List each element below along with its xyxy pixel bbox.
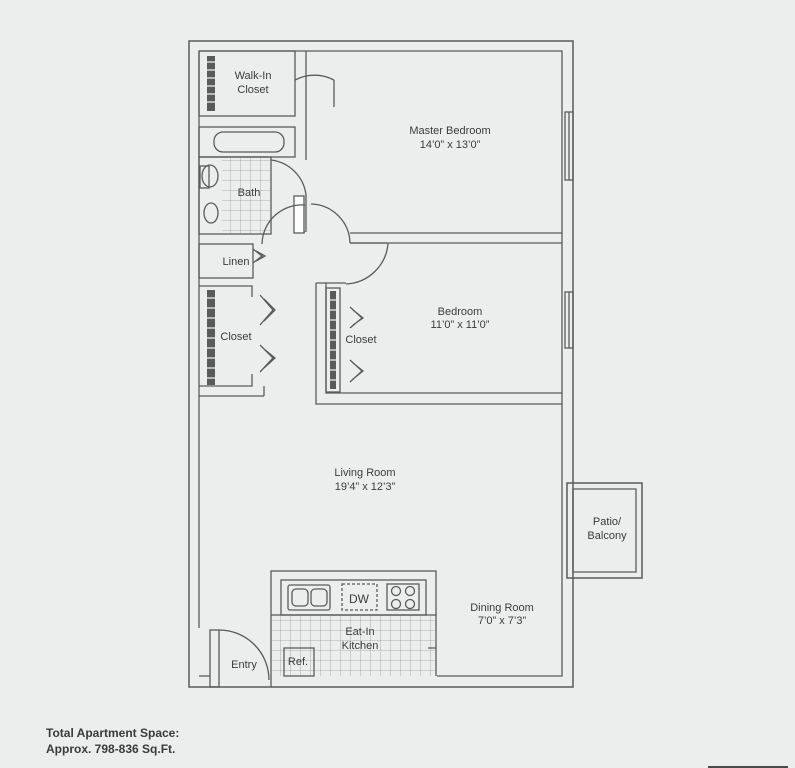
- bath-tiles: [222, 158, 270, 233]
- bath-wall: [198, 156, 272, 235]
- living-room-size: 19’4” x 12’3”: [334, 481, 396, 493]
- closet-left-wall: [199, 285, 253, 387]
- linen-wall: [198, 243, 254, 279]
- patio-balcony: [566, 482, 643, 579]
- dw-label: DW: [349, 592, 369, 606]
- stove: [386, 583, 420, 611]
- master-bedroom-label: Master Bedroom: [409, 125, 491, 137]
- bedroom-size: 11’0” x 11’0”: [430, 319, 490, 331]
- outer-wall: [188, 40, 574, 688]
- kitchen-sink: [287, 584, 331, 611]
- living-room-label: Living Room: [334, 467, 396, 479]
- closet-bedroom-wall: [325, 287, 341, 393]
- closet-bedroom-label: Closet: [345, 334, 377, 346]
- total-space-title: Total Apartment Space:: [46, 726, 180, 740]
- dining-room-label: Dining Room: [470, 602, 534, 614]
- walk-in-closet-label: Walk-In Closet: [234, 70, 272, 96]
- eat-in-kitchen-label: Eat-In Kitchen: [341, 626, 379, 652]
- toilet: [201, 164, 219, 188]
- inner-wall: [199, 50, 563, 677]
- bath-label: Bath: [237, 187, 261, 199]
- master-bedroom-size: 14’0” x 13’0”: [419, 139, 481, 151]
- walk-in-closet-wall: [198, 50, 296, 117]
- entry-label: Entry: [231, 659, 257, 671]
- ref-label: Ref.: [287, 656, 309, 668]
- refrigerator: [283, 647, 315, 677]
- patio-balcony-label: Patio/ Balcony: [587, 516, 627, 542]
- total-space-footer: Total Apartment Space: Approx. 798-836 S…: [46, 725, 179, 757]
- bedroom-label: Bedroom: [437, 306, 483, 318]
- closet-left-label: Closet: [220, 331, 252, 343]
- linen-label: Linen: [222, 256, 250, 268]
- dining-room-size: 7’0” x 7’3”: [477, 615, 527, 627]
- dishwasher: [341, 583, 378, 611]
- total-space-value: Approx. 798-836 Sq.Ft.: [46, 742, 176, 756]
- kitchen-floor-tiles: [272, 616, 435, 676]
- sink: [203, 202, 219, 224]
